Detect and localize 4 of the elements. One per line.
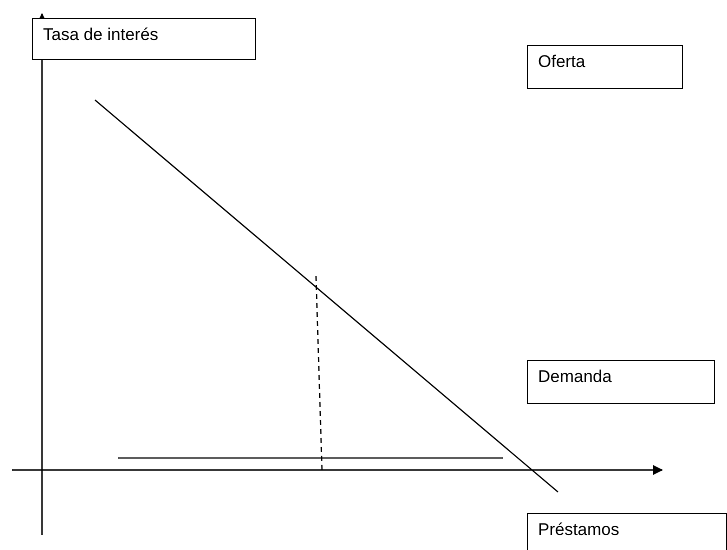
label-box: Demanda (527, 360, 715, 404)
label-box: Oferta (527, 45, 683, 89)
label-box: Tasa de interés (32, 18, 256, 60)
label-box: Préstamos (527, 513, 727, 550)
